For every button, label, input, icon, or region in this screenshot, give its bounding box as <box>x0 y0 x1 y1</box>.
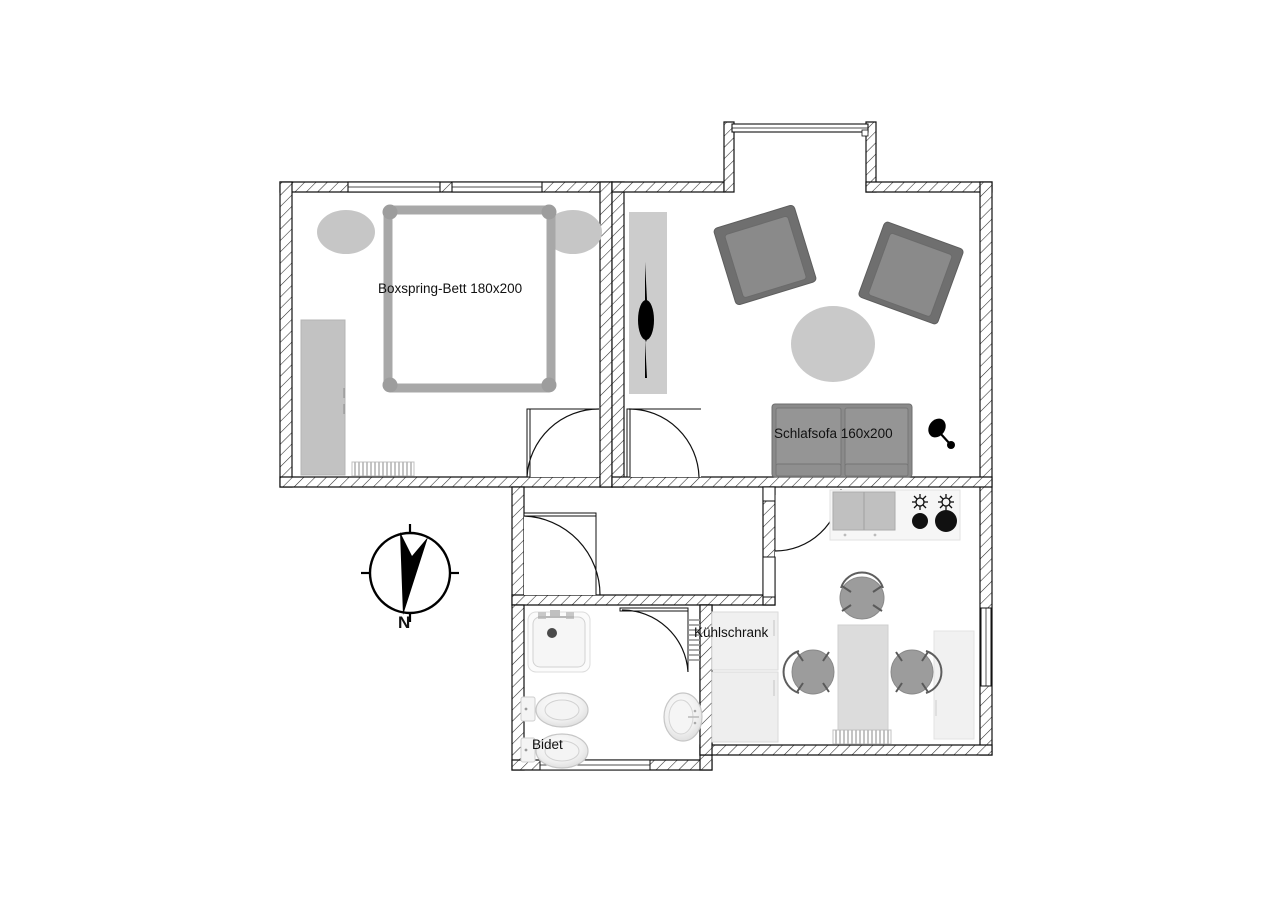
wall-living-top-right <box>865 181 993 193</box>
wall-bay-left <box>723 121 735 193</box>
wall-hall-left <box>511 486 525 606</box>
cooktop-icon <box>912 494 957 532</box>
bidet-icon <box>520 733 589 769</box>
wall-kitchen-bottom <box>699 744 993 756</box>
radiator-bedroom-icon <box>351 461 415 477</box>
window-bedroom-1 <box>347 181 441 193</box>
door-living <box>626 408 701 478</box>
wall-bedroom-left <box>279 181 293 488</box>
window-bedroom-2 <box>451 181 543 193</box>
door-bedroom <box>526 408 600 478</box>
living-furniture <box>629 204 964 478</box>
dining-table-icon <box>837 624 889 731</box>
kitchen-furniture <box>688 489 975 745</box>
wall-hall-bottom <box>511 594 776 606</box>
door-jambs <box>762 486 776 598</box>
chair-left-icon <box>782 649 835 695</box>
table-lamp-icon <box>928 418 955 449</box>
nightstand-right-icon <box>544 210 602 254</box>
washbasin-icon <box>663 692 703 742</box>
nightstand-left-icon <box>317 210 375 254</box>
compass-needle <box>400 532 428 615</box>
label-sofa-bed: Schlafsofa 160x200 <box>774 426 893 441</box>
chair-right-icon <box>890 649 943 695</box>
wall-living-left <box>611 181 625 488</box>
toilet-icon <box>520 692 589 728</box>
armchair-right-icon <box>858 221 964 325</box>
burner-indicator-right <box>938 494 954 510</box>
fridge-vent-icon <box>688 619 700 661</box>
burner-indicator-left <box>912 494 928 510</box>
chair-top-icon <box>839 571 885 620</box>
armchair-left-icon <box>713 204 817 306</box>
compass-rose <box>361 524 459 622</box>
window-kitchen-right <box>980 607 992 687</box>
wardrobe-icon <box>300 319 346 476</box>
bedroom-furniture <box>300 204 602 477</box>
radiator-kitchen-icon <box>832 729 892 745</box>
label-boxspring-bed: Boxspring-Bett 180x200 <box>378 281 523 296</box>
label-bidet: Bidet <box>532 737 563 752</box>
wall-living-bottom <box>611 476 993 488</box>
door-bath <box>619 607 689 673</box>
walls-group <box>279 121 993 771</box>
wall-bedroom-right <box>599 181 613 488</box>
label-refrigerator: Kühlschrank <box>694 625 769 640</box>
wall-living-top-left <box>611 181 725 193</box>
wall-bedroom-top <box>279 181 613 193</box>
shower-fittings <box>538 610 574 619</box>
coffee-table-icon <box>791 306 875 382</box>
wall-bedroom-bottom <box>279 476 613 488</box>
refrigerator-icon <box>711 611 779 743</box>
label-compass-north: N <box>398 613 411 632</box>
floor-lamp-icon <box>638 262 654 378</box>
counter-right-icon <box>933 630 975 740</box>
doors-group <box>523 408 842 673</box>
shower-tray-icon <box>527 610 591 673</box>
sofa-bed-icon <box>771 403 913 478</box>
boxspring-bed-icon <box>382 204 557 393</box>
door-hall-bath <box>523 512 601 596</box>
window-bay <box>731 123 869 137</box>
bath-fixtures <box>520 610 703 769</box>
